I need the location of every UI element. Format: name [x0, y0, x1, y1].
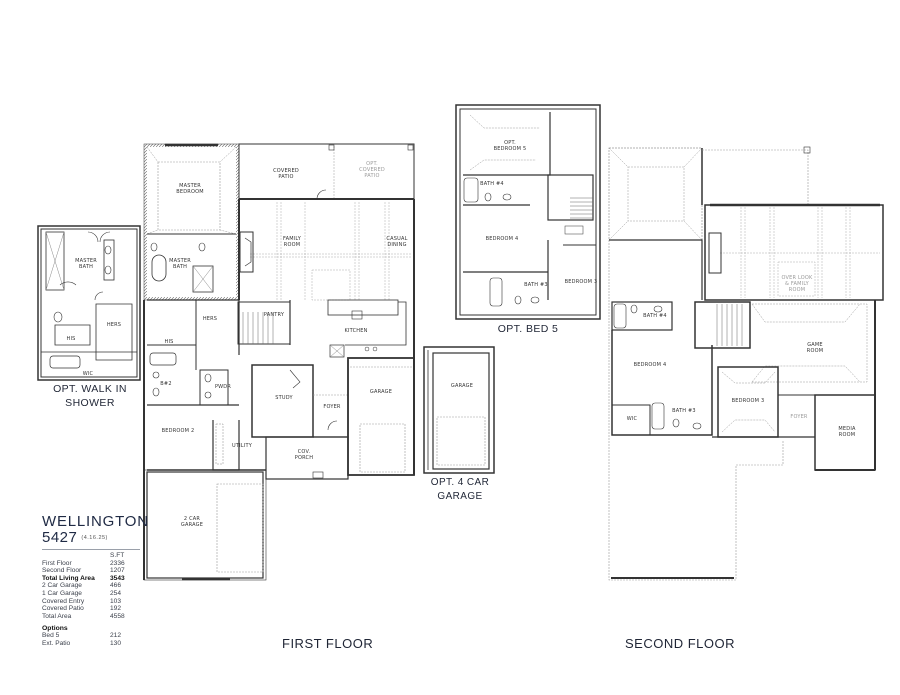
room-label-casual-dining: CASUAL DINING — [386, 236, 408, 248]
room-label-pantry: PANTRY — [263, 312, 285, 318]
room-label-hers-inset: HERS — [106, 322, 122, 328]
caption-first-floor: FIRST FLOOR — [282, 636, 374, 651]
room-label-opt-bath-4: BATH #4 — [480, 181, 504, 187]
room-label-powder: PWDR — [214, 384, 232, 390]
room-label-2f-bath-4: BATH #4 — [643, 313, 667, 319]
room-label-opt-bedroom-5: OPT. BEDROOM 5 — [493, 140, 527, 152]
room-label-2-car-garage: 2 CAR GARAGE — [180, 516, 204, 528]
plan-code: 5427 — [42, 529, 78, 546]
room-label-hers: HERS — [202, 316, 218, 322]
room-label-2f-bedroom-4: BEDROOM 4 — [633, 362, 667, 368]
opt-bed-5-inset — [455, 104, 601, 320]
room-label-study: STUDY — [275, 395, 293, 401]
plan-info-block: WELLINGTON 5427(4.16.25) S.FT First Floo… — [42, 513, 149, 648]
room-label-kitchen: KITCHEN — [344, 328, 368, 334]
room-label-2f-foyer: FOYER — [790, 414, 808, 420]
area-table-header: S.FT — [110, 552, 125, 560]
caption-opt-4-car-garage: OPT. 4 CAR GARAGE — [430, 477, 490, 502]
room-label-over-look-family-room: OVER LOOK & FAMILY ROOM — [781, 275, 813, 293]
room-label-cov-porch: COV. PORCH — [294, 449, 314, 461]
room-label-foyer: FOYER — [323, 404, 341, 410]
room-label-game-room: GAME ROOM — [806, 342, 824, 354]
room-label-2f-bath-3: BATH #3 — [672, 408, 696, 414]
plan-revision-date: (4.16.25) — [81, 535, 108, 542]
room-label-opt-bedroom-4: BEDROOM 4 — [485, 236, 519, 242]
room-label-covered-patio: COVERED PATIO — [273, 168, 299, 180]
room-label-garage: GARAGE — [369, 389, 393, 395]
plan-name: WELLINGTON — [42, 513, 149, 530]
room-label-bedroom-2: BEDROOM 2 — [161, 428, 195, 434]
opt-4-car-garage-inset — [423, 346, 495, 474]
room-label-his-inset: HIS — [66, 336, 76, 342]
room-label-opt-bath-3: BATH #3 — [524, 282, 548, 288]
caption-second-floor: SECOND FLOOR — [625, 636, 736, 651]
room-label-2f-wic: WIC — [626, 416, 638, 422]
divider — [42, 549, 140, 551]
room-label-master-bedroom: MASTER BEDROOM — [176, 183, 204, 195]
first-floor-plan — [143, 143, 415, 581]
room-label-opt-garage: GARAGE — [450, 383, 474, 389]
room-label-wic-inset: WIC — [82, 371, 94, 377]
plan-code-line: 5427(4.16.25) — [42, 530, 142, 546]
room-label-bath-2: B#2 — [160, 381, 172, 387]
opt-walk-in-shower-inset — [37, 225, 141, 381]
caption-opt-walk-in-shower: OPT. WALK IN SHOWER — [53, 383, 127, 409]
caption-opt-bed-5: OPT. BED 5 — [497, 323, 559, 335]
options-heading: Options — [42, 625, 68, 633]
room-label-master-bath: MASTER BATH — [169, 258, 191, 270]
room-label-utility: UTILITY — [232, 443, 252, 449]
room-label-master-bath-inset: MASTER BATH — [75, 258, 97, 270]
room-label-media-room: MEDIA ROOM — [838, 426, 856, 438]
second-floor-plan — [608, 146, 884, 581]
room-label-2f-bedroom-3: BEDROOM 3 — [731, 398, 765, 404]
room-label-opt-bedroom-3: BEDROOM 3 — [564, 279, 598, 285]
room-label-opt-covered-patio: OPT. COVERED PATIO — [359, 161, 385, 179]
room-label-his: HIS — [164, 339, 174, 345]
room-label-family-room: FAMILY ROOM — [282, 236, 301, 248]
